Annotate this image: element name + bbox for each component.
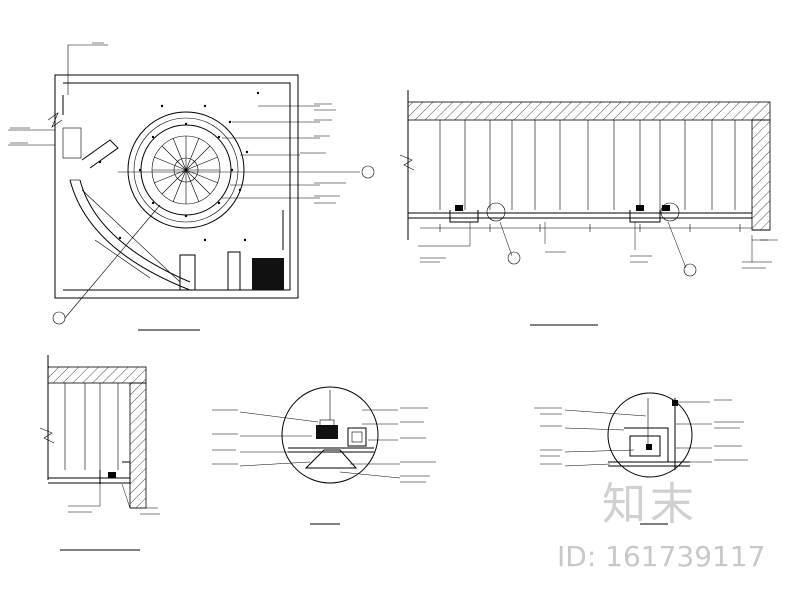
watermark-logo: 知末 [602, 479, 698, 530]
ceiling-plan-view [8, 42, 375, 331]
detail-2-view [534, 392, 748, 525]
partial-section-view [39, 355, 160, 551]
detail-1-view [212, 386, 436, 525]
watermark-id: ID: 161739117 [557, 540, 766, 573]
ceiling-section-view [399, 90, 778, 326]
